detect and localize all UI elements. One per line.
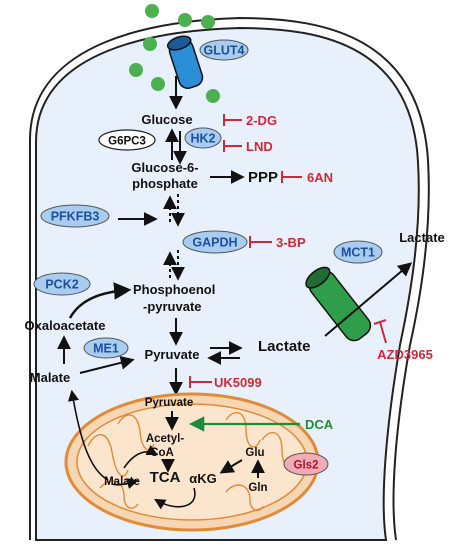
g6pc3-label: G6PC3: [108, 136, 146, 148]
glu-to-akg-arrow: [219, 459, 243, 474]
hk2-label: HK2: [190, 132, 215, 146]
malate-label: Malate: [30, 370, 70, 385]
tca-label: TCA: [150, 469, 181, 486]
glucose-label: Glucose: [141, 112, 192, 127]
mito-pyruvate-label: Pyruvate: [145, 397, 194, 409]
uk5099-label: UK5099: [214, 375, 262, 390]
pyruvate-label: Pyruvate: [145, 347, 200, 362]
azd3965-label: AZD3965: [377, 347, 433, 362]
tca-cycle-arrow-top: [123, 444, 159, 469]
mct1-export-arrow: [324, 262, 413, 337]
mct1-label: MCT1: [341, 246, 375, 260]
3bp-inhibition: [249, 236, 272, 248]
pfkfb3-bubble: [40, 204, 110, 228]
g6p-label-line2: phosphate: [132, 176, 198, 191]
glucose-molecules: [129, 4, 220, 103]
glut4-label: GLUT4: [204, 44, 245, 58]
g6p-label-line1: Glucose-6-: [131, 160, 198, 175]
acetylcoa-label-line1: Acetyl-: [146, 433, 185, 445]
dotted-glycolysis-arrows: [163, 194, 185, 281]
pfkfb3-label: PFKFB3: [51, 210, 100, 224]
oxaloacetate-label: Oxaloacetate: [25, 318, 106, 333]
lnd-inhibition: [223, 140, 242, 152]
gapdh-label: GAPDH: [192, 236, 237, 250]
dca-label: DCA: [305, 417, 334, 432]
lactate-extracellular-label: Lactate: [399, 230, 445, 245]
pep-label-line2: -pyruvate: [143, 299, 202, 314]
mito-malate-to-tca-arrow: [111, 478, 139, 489]
6an-inhibition: [281, 171, 302, 183]
gln-label: Gln: [248, 482, 267, 494]
pck2-bubble: [33, 272, 91, 296]
mct1-transporter-icon: [305, 266, 372, 342]
2dg-label: 2-DG: [246, 113, 277, 128]
me1-bubble: [83, 337, 129, 359]
glucose-dot: [201, 15, 215, 29]
2dg-inhibition: [223, 114, 242, 126]
lactate-intracellular-label: Lactate: [258, 338, 311, 355]
mito-malate-export-arrow: [67, 389, 109, 481]
g6pc3-bubble: [98, 129, 156, 151]
glu-label: Glu: [245, 447, 264, 459]
ppp-label: PPP: [248, 169, 278, 186]
malate-to-pyruvate-arrow: [79, 355, 135, 374]
glut4-transporter-icon: [166, 35, 204, 89]
glucose-dot: [206, 89, 220, 103]
pep-label-line1: Phosphoenol: [133, 282, 215, 297]
akg-label: αKG: [189, 471, 217, 486]
glucose-dot: [143, 37, 157, 51]
pck2-label: PCK2: [45, 278, 78, 292]
lnd-label: LND: [246, 139, 273, 154]
glucose-dot: [178, 13, 192, 27]
tca-cycle-arrow-bottom: [154, 487, 196, 510]
3bp-label: 3-BP: [276, 235, 306, 250]
glucose-dot: [129, 63, 143, 77]
mitochondrion-cristae: [87, 411, 297, 511]
gapdh-bubble: [182, 230, 248, 254]
gls2-label: Gls2: [294, 460, 319, 472]
oaa-to-pep-arrow: [68, 282, 132, 319]
glucose-dot: [145, 4, 159, 18]
glut4-label-bubble: [199, 39, 249, 61]
glucose-dot: [151, 77, 165, 91]
cell-outer-membrane: [29, 16, 430, 541]
6an-label: 6AN: [307, 170, 333, 185]
mct1-label-bubble: [333, 240, 383, 264]
azd3965-inhibition: [373, 319, 387, 344]
hk2-bubble: [184, 127, 222, 149]
uk5099-inhibition: [189, 376, 212, 388]
me1-label: ME1: [93, 342, 119, 356]
gls2-bubble: [283, 452, 329, 476]
